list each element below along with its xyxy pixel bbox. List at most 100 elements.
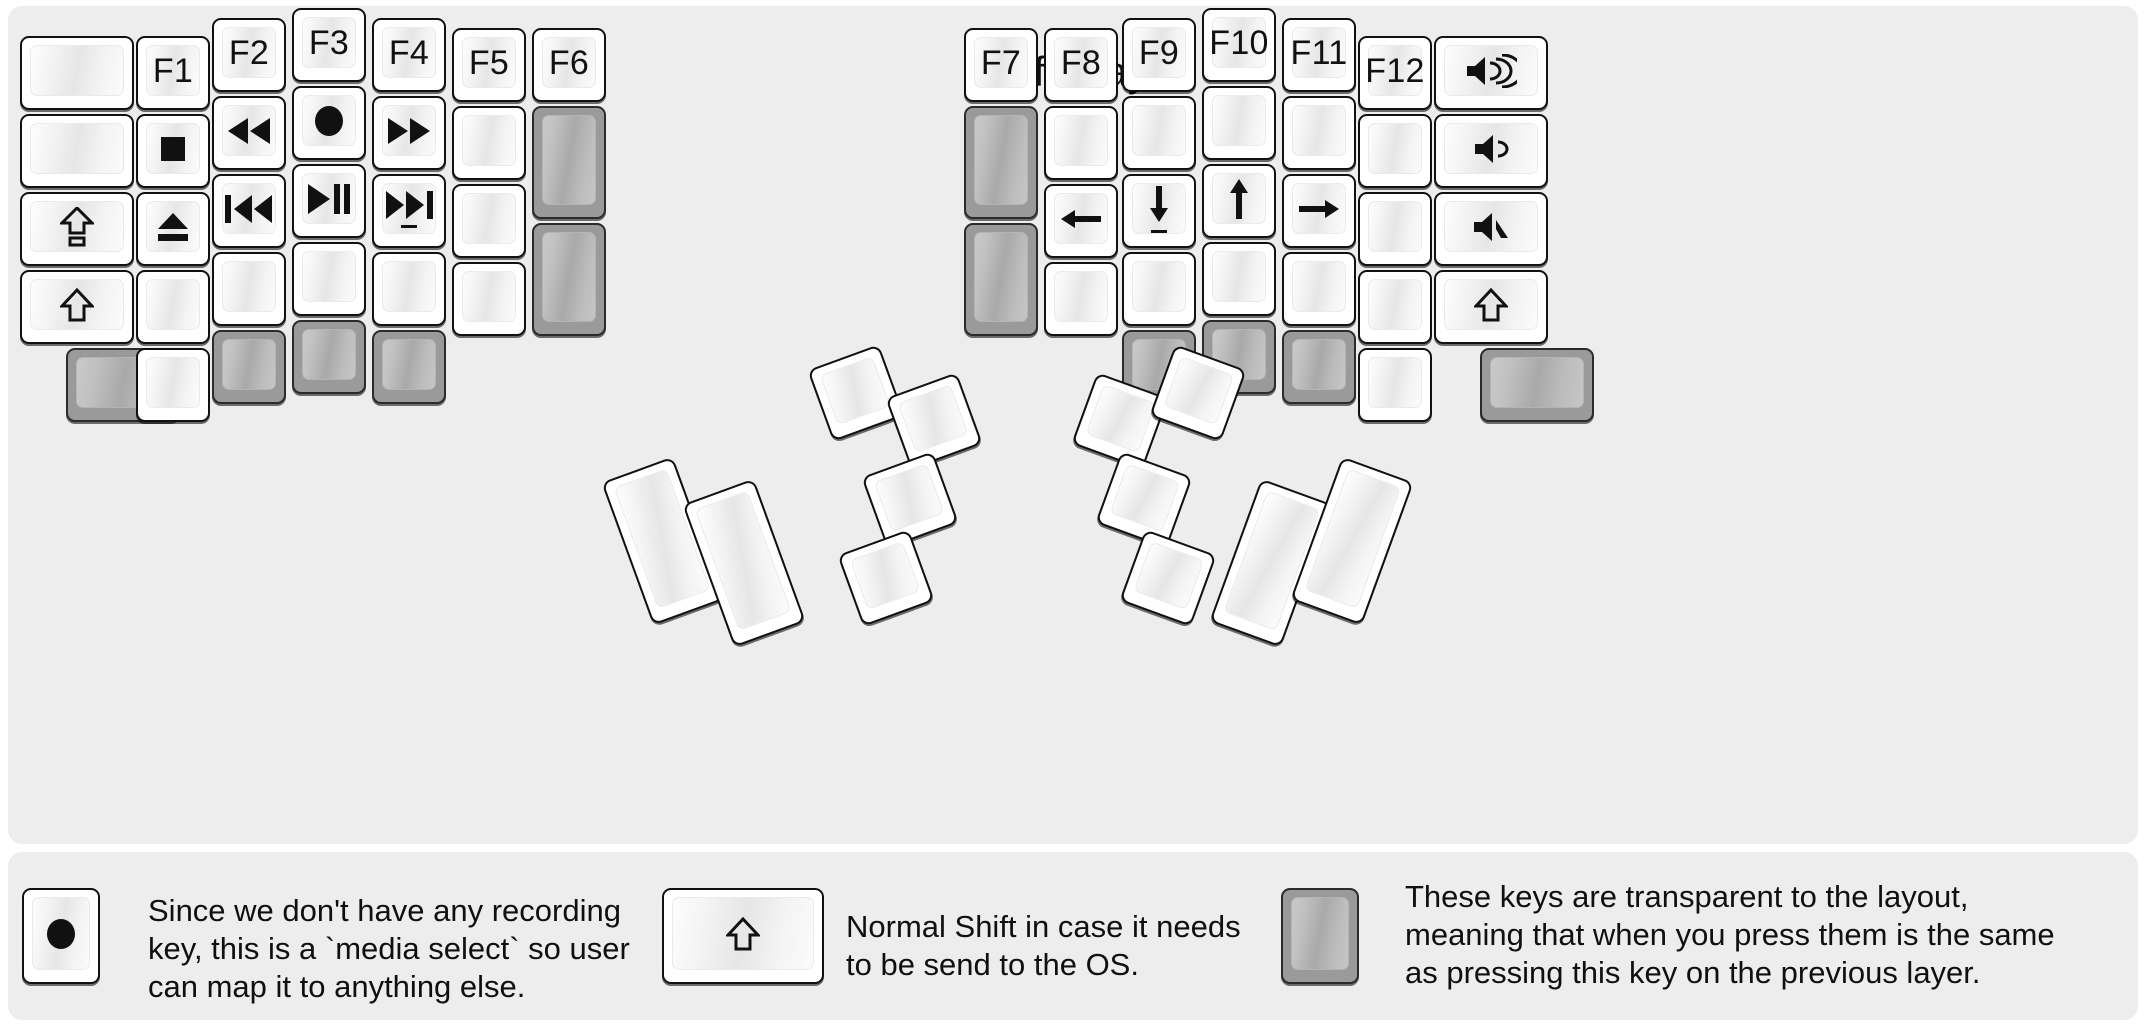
key-left-pinky-col-1[interactable] (136, 114, 210, 188)
key-right-index-col-2[interactable] (1122, 174, 1196, 248)
key-left-outer-col-0[interactable] (20, 36, 134, 110)
keycap-face (849, 541, 921, 611)
key-right-ring-col-1[interactable] (1282, 96, 1356, 170)
keycap-face: F10 (1209, 17, 1268, 68)
key-right-inner-col-3[interactable] (1044, 262, 1118, 336)
key-left-inner-col-0[interactable]: F5 (452, 28, 526, 102)
legend-key-1[interactable] (662, 888, 824, 984)
key-right-outer-col-0[interactable] (1434, 36, 1548, 110)
keycap-label: F3 (308, 23, 350, 62)
legend-panel (8, 852, 2138, 1020)
keycap-label: F9 (1138, 33, 1180, 72)
keycap-label: F2 (228, 33, 270, 72)
key-left-inner-col-2[interactable] (452, 184, 526, 258)
key-left-pinky-col-0[interactable]: F1 (136, 36, 210, 110)
key-left-middle-col-4[interactable] (292, 320, 366, 394)
keycap-face (146, 123, 200, 174)
key-right-index-col-0[interactable]: F9 (1122, 18, 1196, 92)
keycap-face (1368, 201, 1422, 252)
keycap-face (1132, 183, 1186, 234)
key-right-index-col-3[interactable] (1122, 252, 1196, 326)
key-right-index-col-1[interactable] (1122, 96, 1196, 170)
key-right-pinky-col-3[interactable] (1358, 270, 1432, 344)
key-right-outer-col-1[interactable] (1434, 114, 1548, 188)
key-left-ring-col-1[interactable] (212, 96, 286, 170)
key-right-inner-col-1[interactable] (1044, 106, 1118, 180)
key-right-middle-col-3[interactable] (1202, 242, 1276, 316)
key-left-pinky-col-3[interactable] (136, 270, 210, 344)
key-right-innermost-col-2[interactable] (964, 223, 1038, 336)
legend-key-0[interactable] (22, 888, 100, 984)
key-left-outer-col-3[interactable] (20, 270, 134, 344)
key-left-index-col-4[interactable] (372, 330, 446, 404)
key-right-innermost-col-0[interactable]: F7 (964, 28, 1038, 102)
key-left-ring-col-0[interactable]: F2 (212, 18, 286, 92)
key-left-index-col-1[interactable] (372, 96, 446, 170)
key-left-outer-col-1[interactable] (20, 114, 134, 188)
keycap-face (30, 279, 124, 330)
key-left-innermost-col-0[interactable]: F6 (532, 28, 606, 102)
key-right-outer-col-3[interactable] (1434, 270, 1548, 344)
key-left-ring-col-3[interactable] (212, 252, 286, 326)
keycap-face (1054, 115, 1108, 166)
key-right-pinky-col-1[interactable] (1358, 114, 1432, 188)
legend-text-2: These keys are transparent to the layout… (1405, 879, 2055, 990)
key-left-pinky-col-2[interactable] (136, 192, 210, 266)
key-right-ring-col-4[interactable] (1282, 330, 1356, 404)
keycap-face (1368, 123, 1422, 174)
key-left-innermost-col-1[interactable] (532, 106, 606, 219)
keycap-face (1368, 357, 1422, 408)
media-previous-icon (224, 193, 274, 225)
key-right-middle-col-2[interactable] (1202, 164, 1276, 238)
key-right-inner-col-2[interactable] (1044, 184, 1118, 258)
keycap-face (222, 261, 276, 312)
keycap-face (1292, 261, 1346, 312)
key-right-outer-col-2[interactable] (1434, 192, 1548, 266)
key-right-pinky-col-0[interactable]: F12 (1358, 36, 1432, 110)
legend-text-1: Normal Shift in case it needs to be send… (846, 909, 1241, 982)
keycap-face (819, 356, 891, 426)
key-left-index-col-2[interactable] (372, 174, 446, 248)
keycap-face (32, 897, 90, 970)
keycap-face (1292, 183, 1346, 234)
key-right-outer-col-4[interactable] (1480, 348, 1594, 422)
key-right-middle-col-1[interactable] (1202, 86, 1276, 160)
key-left-innermost-col-2[interactable] (532, 223, 606, 336)
key-left-index-col-3[interactable] (372, 252, 446, 326)
keycap-face (302, 329, 356, 380)
key-left-inner-col-3[interactable] (452, 262, 526, 336)
keycap-face (382, 261, 436, 312)
keycap-face (146, 201, 200, 252)
key-left-outer-col-2[interactable] (20, 192, 134, 266)
keycap-face (1109, 463, 1181, 533)
key-left-index-col-0[interactable]: F4 (372, 18, 446, 92)
key-left-middle-col-3[interactable] (292, 242, 366, 316)
key-right-inner-col-0[interactable]: F8 (1044, 28, 1118, 102)
keycap-face (1444, 201, 1538, 252)
key-left-middle-col-1[interactable] (292, 86, 366, 160)
keycap-face (382, 339, 436, 390)
key-left-ring-col-4[interactable] (212, 330, 286, 404)
key-left-inner-col-1[interactable] (452, 106, 526, 180)
keycap-face: F7 (974, 37, 1028, 88)
key-left-pinky-col-4[interactable] (136, 348, 210, 422)
key-left-ring-col-2[interactable] (212, 174, 286, 248)
key-right-pinky-col-2[interactable] (1358, 192, 1432, 266)
key-right-ring-col-0[interactable]: F11 (1282, 18, 1356, 92)
keycap-label: F4 (388, 33, 430, 72)
keycap-label: F6 (548, 43, 590, 82)
key-right-pinky-col-4[interactable] (1358, 348, 1432, 422)
key-left-middle-col-0[interactable]: F3 (292, 8, 366, 82)
key-left-middle-col-2[interactable] (292, 164, 366, 238)
keycap-face: F3 (302, 17, 356, 68)
legend-key-2[interactable] (1281, 888, 1359, 984)
key-right-innermost-col-1[interactable] (964, 106, 1038, 219)
key-right-ring-col-3[interactable] (1282, 252, 1356, 326)
key-right-ring-col-2[interactable] (1282, 174, 1356, 248)
caps-lock-icon (60, 206, 94, 247)
keycap-label: F12 (1365, 51, 1425, 90)
media-record-icon (44, 917, 78, 951)
key-right-middle-col-0[interactable]: F10 (1202, 8, 1276, 82)
keycap-face (1085, 384, 1157, 454)
